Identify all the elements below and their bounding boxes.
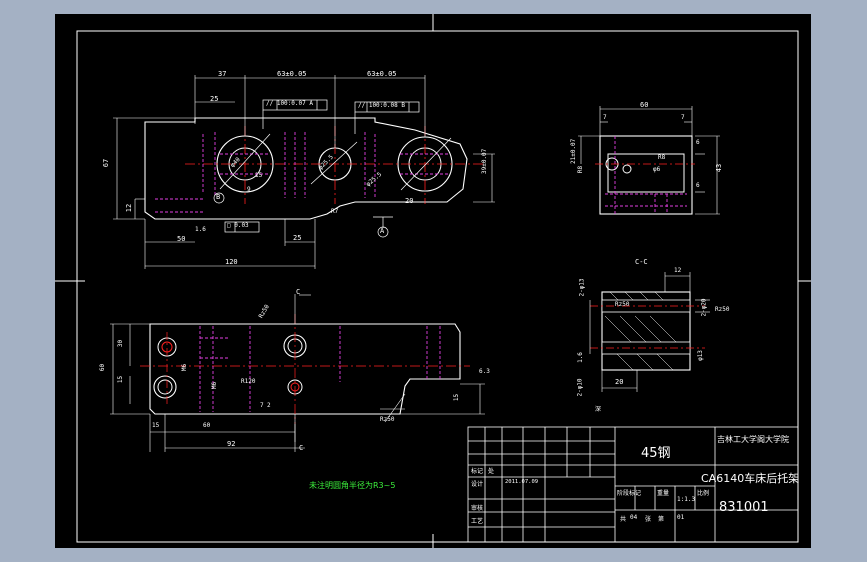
sec-rz50b: Rz50 <box>715 306 730 313</box>
sec-rz50a: Rz50 <box>615 301 630 308</box>
top-dim-15c: 15 <box>453 393 461 402</box>
tb-sheji: 设计 <box>471 481 484 488</box>
top-rz50a: Rz50 <box>257 303 271 320</box>
top-dim-r120: R120 <box>241 378 256 385</box>
dim-9: 9 <box>247 186 251 193</box>
tb-sheet-no: 01 <box>677 514 685 521</box>
tb-chu: 处 <box>488 468 495 475</box>
top-dim-15a: 15 <box>117 375 125 384</box>
sec-dim-2phi20: 2-φ20 <box>700 298 708 317</box>
top-m6b: M6 <box>211 381 219 390</box>
top-rz50b: Rz50 <box>380 416 395 423</box>
dim-50: 50 <box>177 235 186 243</box>
cut-c-top: C <box>296 288 301 296</box>
top-m6a: M6 <box>181 363 189 372</box>
top-view <box>110 294 485 452</box>
dim-12: 12 <box>125 203 134 213</box>
material-label: 45钢 <box>641 446 671 461</box>
cut-c-bottom: C <box>299 444 304 452</box>
side-dim-6b: 6 <box>696 182 700 189</box>
dim-phi40: φ40 <box>229 156 242 169</box>
tb-di: 第 <box>658 516 665 523</box>
dim-67: 67 <box>102 158 111 168</box>
top-dim-60b: 60 <box>203 422 211 429</box>
tb-jieduan: 阶段标记 <box>617 490 642 497</box>
sec-dim-2phi10: 2-φ10 <box>576 378 584 397</box>
front-view <box>113 75 495 269</box>
dim-20: 20 <box>405 197 414 205</box>
scale-value: 1:1.3 <box>677 496 696 503</box>
side-dim-r8b: R8 <box>658 154 666 161</box>
dim-25a: 25 <box>210 95 219 103</box>
section-view <box>589 272 710 392</box>
dim-120: 120 <box>225 258 238 266</box>
sec-rough: 1.6 <box>576 352 584 363</box>
drawing-text: 37 63±0.05 63±0.05 25 67 12 39±0.07 20 5… <box>55 14 811 548</box>
top-dim-2: 2 <box>267 402 271 409</box>
sec-dim-2phi13: 2-φ13 <box>578 278 586 297</box>
side-dim-r8a: R8 <box>577 165 585 174</box>
tb-date: 2011.07.09 <box>505 479 539 485</box>
tb-gongyi: 工艺 <box>471 518 484 525</box>
drawing-number: 831001 <box>719 500 769 515</box>
side-dim-7a: 7 <box>603 114 607 121</box>
side-dim-6a: 6 <box>696 139 700 146</box>
sec-dim-20: 20 <box>615 378 624 386</box>
roughness-1-6: 1.6 <box>195 226 206 233</box>
technical-note: 未注明圆角半径为R3~5 <box>309 481 396 490</box>
part-name-label: CA6140车床后托架 <box>701 472 800 485</box>
tb-zhang: 张 <box>645 516 652 523</box>
dim-39: 39±0.07 <box>481 148 488 174</box>
datum-a: A <box>380 227 385 235</box>
section-label: C-C <box>635 258 648 266</box>
side-view <box>578 106 720 215</box>
side-dim-phi6: φ6 <box>653 166 661 173</box>
dim-63b: 63±0.05 <box>367 70 397 78</box>
sec-dim-12: 12 <box>674 267 682 274</box>
sec-deep: 深 <box>595 406 602 413</box>
side-dim-60: 60 <box>640 101 649 109</box>
tb-count: 04 <box>630 514 638 521</box>
title-block <box>467 426 799 543</box>
dim-15: 15 <box>255 172 263 179</box>
top-dim-60: 60 <box>99 363 107 372</box>
dim-r7: R7 <box>331 208 339 215</box>
dim-25b: 25 <box>293 234 302 242</box>
drawing-sheet: 37 63±0.05 63±0.05 25 67 12 39±0.07 20 5… <box>55 14 811 548</box>
tb-shenhe: 审核 <box>471 505 484 512</box>
dim-phi25-b: φ25.5 <box>364 171 384 188</box>
dim-37: 37 <box>218 70 227 78</box>
side-dim-7b: 7 <box>681 114 685 121</box>
tol-frame-flat: □ 0.03 <box>227 222 249 229</box>
inner-border <box>76 30 799 543</box>
tol-frame-b: // 100:0.08 B <box>358 102 405 109</box>
top-dim-15b: 15 <box>152 422 160 429</box>
tb-gong: 共 <box>620 516 627 523</box>
top-rough-6-3: 6.3 <box>479 368 490 375</box>
drawing-canvas <box>55 14 811 548</box>
dim-phi25-a: φ25.5 <box>317 153 335 172</box>
tb-biaoji: 标记 <box>471 468 484 475</box>
tol-frame-a: // 100:0.07 A <box>266 100 313 107</box>
tb-zhongliang: 重量 <box>657 490 670 497</box>
datum-b: B <box>216 193 221 201</box>
tb-bili: 比例 <box>697 490 710 497</box>
dim-63a: 63±0.05 <box>277 70 307 78</box>
sec-dim-phi13: φ13 <box>696 350 704 361</box>
top-dim-30: 30 <box>117 339 125 348</box>
side-dim-43: 43 <box>715 163 724 173</box>
top-dim-7: 7 <box>260 402 264 409</box>
side-dim-21: 21±0.07 <box>570 138 577 164</box>
school-label: 吉林工大学阁大学院 <box>717 435 789 444</box>
top-dim-92: 92 <box>227 440 236 448</box>
